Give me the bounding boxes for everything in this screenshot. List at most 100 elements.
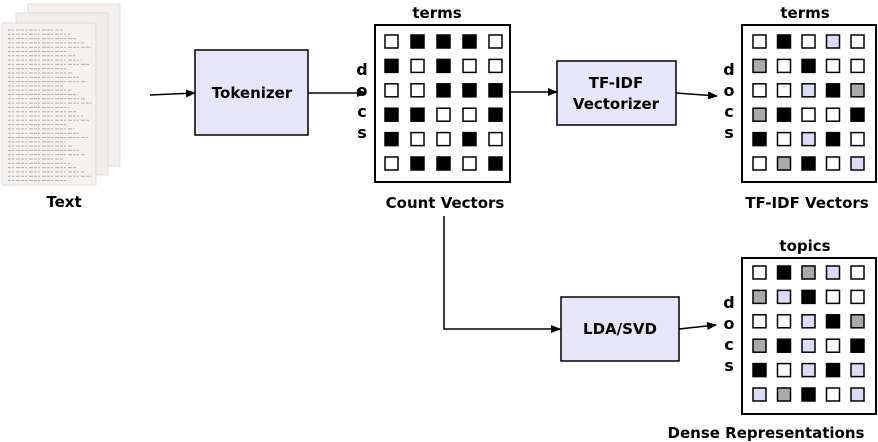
dense-cell-r5-c2 [776, 362, 792, 378]
tfidf-cell-r2-c5 [850, 58, 865, 74]
arrow-tfidf-to-matrix [675, 91, 718, 100]
svg-text:s: s [357, 123, 367, 142]
tfidf-cell-r5-c5 [850, 131, 865, 147]
dense-representations-cells [752, 265, 865, 402]
dense-cell-r4-c2 [776, 338, 792, 353]
count-cell-r4-c3 [436, 107, 451, 122]
count-cell-r1-c4 [462, 34, 477, 49]
count-cell-r2-c4 [462, 58, 477, 74]
tfidf-vectorizer-box [556, 60, 677, 126]
svg-text:s: s [724, 356, 734, 375]
dense-cell-r6-c3 [801, 387, 816, 402]
dense-cell-r1-c3 [801, 265, 816, 280]
tfidf-cell-r6-c5 [850, 156, 865, 171]
tfidf-cell-r2-c1 [752, 58, 767, 74]
count-cell-r4-c2 [410, 107, 425, 122]
svg-text:o: o [357, 81, 368, 100]
tfidf-vectors-label: TF-IDF Vectors [745, 194, 868, 212]
count-cell-r4-c4 [462, 107, 477, 122]
dense-cell-r6-c2 [776, 387, 792, 402]
svg-text:d: d [723, 293, 734, 312]
tfidf-cell-r4-c1 [752, 107, 767, 122]
dense-cell-r2-c5 [850, 289, 865, 305]
text-label: Text [46, 193, 81, 211]
tfidf-cell-r1-c3 [801, 34, 816, 49]
dense-cell-r3-c4 [825, 314, 841, 329]
tfidf-vectorizer-label-line1: TF-IDF [589, 74, 644, 92]
tfidf-cell-r4-c4 [825, 107, 841, 122]
tfidf-cell-r5-c4 [825, 131, 841, 147]
count-cell-r6-c3 [436, 156, 451, 171]
count-cell-r1-c1 [384, 34, 399, 49]
tfidf-cell-r6-c1 [752, 156, 767, 171]
tfidf-vectors-cells [752, 34, 865, 171]
count-vectors-matrix [374, 24, 511, 183]
count-cell-r6-c5 [488, 156, 503, 171]
count-vectors-label: Count Vectors [386, 194, 505, 212]
svg-text:s: s [724, 123, 734, 142]
svg-text:c: c [724, 102, 733, 121]
dense-cell-r5-c5 [850, 362, 865, 378]
count-cell-r6-c2 [410, 156, 425, 171]
dense-cell-r2-c2 [776, 289, 792, 305]
tfidf-vectorizer-label-line2: Vectorizer [573, 95, 660, 113]
tfidf-cell-r2-c3 [801, 58, 816, 74]
dense-cell-r1-c2 [776, 265, 792, 280]
dense-cell-r3-c5 [850, 314, 865, 329]
lda-svd-box [560, 296, 680, 362]
tfidf-cell-r2-c4 [825, 58, 841, 74]
dense-cell-r6-c4 [825, 387, 841, 402]
tfidf-cell-r5-c3 [801, 131, 816, 147]
tfidf-cell-r3-c2 [776, 83, 792, 98]
dense-cell-r5-c1 [752, 362, 767, 378]
tfidf-cell-r4-c5 [850, 107, 865, 122]
svg-text:o: o [724, 314, 735, 333]
dense-cell-r2-c3 [801, 289, 816, 305]
count-cell-r3-c4 [462, 83, 477, 98]
dense-cell-r1-c4 [825, 265, 841, 280]
tokenizer-box [194, 49, 309, 136]
count-cell-r6-c1 [384, 156, 399, 171]
dense-cell-r6-c5 [850, 387, 865, 402]
tfidf-cell-r1-c5 [850, 34, 865, 49]
dense-cell-r3-c3 [801, 314, 816, 329]
tfidf-cell-r1-c4 [825, 34, 841, 49]
count-cell-r5-c3 [436, 131, 451, 147]
tfidf-cell-r3-c4 [825, 83, 841, 98]
dense-cell-r3-c1 [752, 314, 767, 329]
dense-cell-r5-c4 [825, 362, 841, 378]
arrow-text-to-tokenizer [149, 89, 196, 98]
count-cell-r1-c2 [410, 34, 425, 49]
dense-cell-r4-c4 [825, 338, 841, 353]
dense-cell-r5-c3 [801, 362, 816, 378]
lda-svd-label: LDA/SVD [583, 320, 657, 338]
tfidf-cell-r3-c5 [850, 83, 865, 98]
tfidf-cell-r3-c3 [801, 83, 816, 98]
count-cell-r5-c5 [488, 131, 503, 147]
count-cell-r3-c5 [488, 83, 503, 98]
tfidf-docs-label: d o c s [723, 60, 734, 142]
tfidf-cell-r5-c1 [752, 131, 767, 147]
count-cell-r2-c5 [488, 58, 503, 74]
count-docs-label: d o c s [356, 60, 367, 142]
count-cell-r4-c1 [384, 107, 399, 122]
count-vectors-cells [384, 34, 503, 171]
arrow-lda-to-dense [678, 321, 717, 330]
count-cell-r3-c1 [384, 83, 399, 98]
tokenizer-label: Tokenizer [212, 84, 293, 102]
dense-cell-r4-c1 [752, 338, 767, 353]
tfidf-cell-r1-c1 [752, 34, 767, 49]
count-cell-r3-c3 [436, 83, 451, 98]
tfidf-cell-r6-c4 [825, 156, 841, 171]
arrow-count-to-lda [443, 216, 561, 333]
tfidf-cell-r3-c1 [752, 83, 767, 98]
count-cell-r6-c4 [462, 156, 477, 171]
tfidf-cell-r6-c3 [801, 156, 816, 171]
dense-topics-label: topics [779, 237, 830, 255]
svg-text:d: d [356, 60, 367, 79]
count-cell-r1-c5 [488, 34, 503, 49]
count-cell-r5-c4 [462, 131, 477, 147]
dense-cell-r6-c1 [752, 387, 767, 402]
tfidf-cell-r2-c2 [776, 58, 792, 74]
svg-text:c: c [357, 102, 366, 121]
